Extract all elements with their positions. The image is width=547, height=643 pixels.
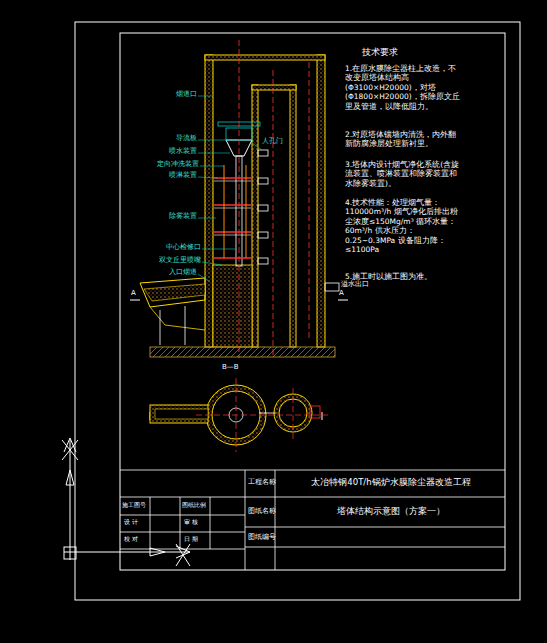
note-text: 3.塔体内设计烟气净化系统(含旋流装置、喷淋装置和除雾装置和水除雾装置)。: [345, 160, 460, 188]
callout-label: 双文丘里喷嘴: [134, 256, 201, 264]
callout-label: 喷水装置: [150, 147, 197, 155]
title-field: 图纸名称: [248, 507, 276, 515]
note-text: 1.在原水膜除尘器柱上改造，不改变原塔体结构高(Φ3100×H20000)，对塔…: [345, 64, 460, 111]
table-cell: 设 计: [124, 518, 138, 526]
title-field: 工程名称: [248, 478, 276, 486]
table-cell: 审 核: [184, 518, 198, 526]
callout-label: 人孔门: [262, 137, 283, 145]
callout-label: 烟道口: [160, 90, 197, 98]
callout-label: 除雾装置: [150, 212, 197, 220]
table-cell: 日 期: [184, 535, 198, 543]
note-text: 2.对原塔体镶墙内清洗，内外翻新防腐涂层处理新衬里。: [345, 130, 460, 149]
callout-label: 导流板: [160, 134, 197, 142]
drawing-title: 塔体结构示意图（方案一）: [280, 506, 502, 517]
callout-label: 溢水出口: [341, 280, 369, 288]
table-cell: 校 对: [124, 535, 138, 543]
section-mark: A: [339, 289, 344, 298]
project-name: 太冶特钢40T/h锅炉水膜除尘器改造工程: [280, 477, 502, 488]
callout-label: 入口烟道: [150, 268, 197, 276]
callout-label: 中心检修口: [140, 243, 201, 251]
view-title: B—B: [222, 363, 239, 372]
notes-heading: 技术要求: [362, 47, 398, 58]
table-cell: 施工图号: [122, 501, 146, 509]
note-text: 5.施工时以施工图为准。: [345, 272, 460, 281]
table-cell: 图纸比例: [182, 501, 206, 509]
callout-label: 喷淋装置: [150, 171, 197, 179]
title-field: 图纸编号: [248, 533, 276, 541]
note-text: 4.技术性能：处理烟气量：110000m³/h 烟气净化后排出粉尘浓度≤150M…: [345, 198, 460, 254]
callout-label: 定向冲洗装置: [140, 160, 199, 168]
section-mark: A: [131, 289, 136, 298]
